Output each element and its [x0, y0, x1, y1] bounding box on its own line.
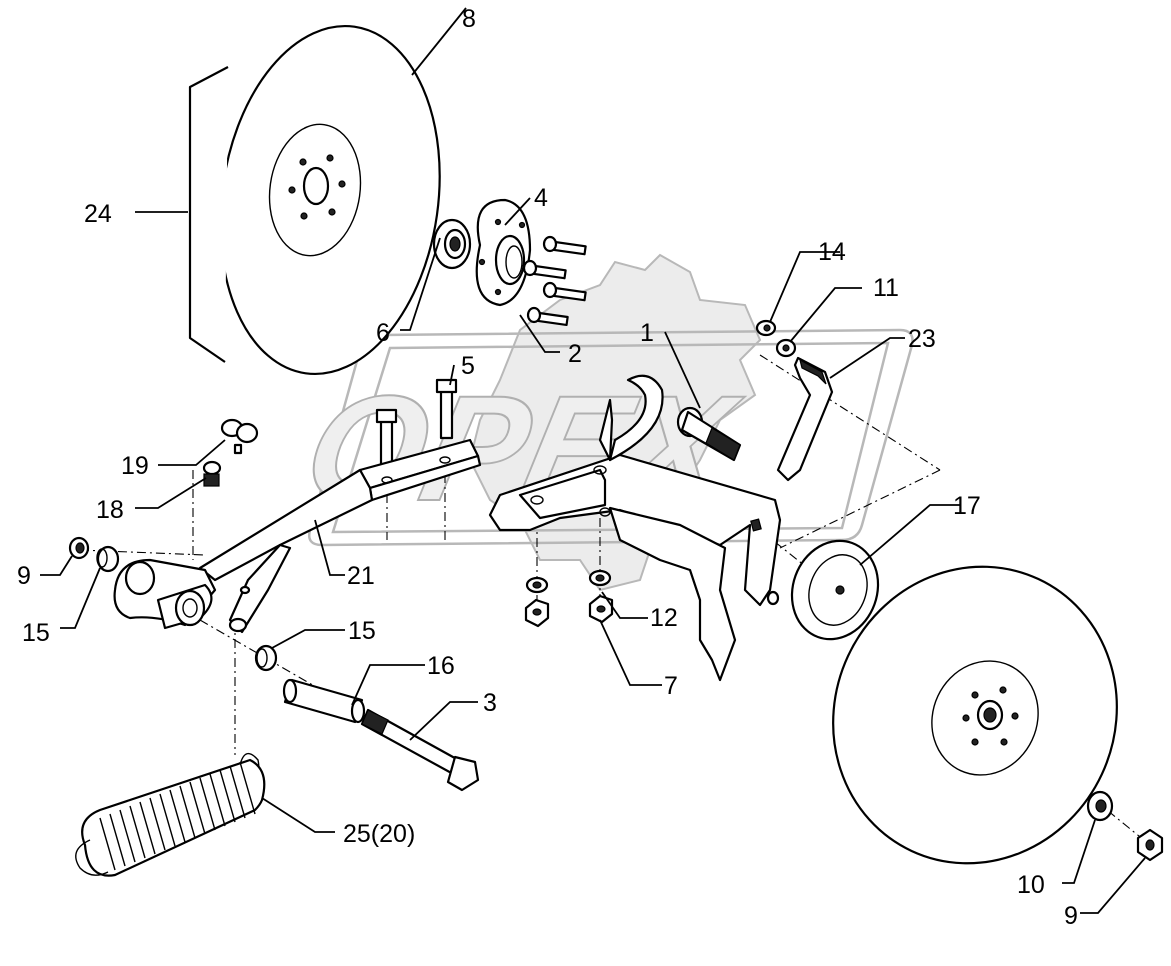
callout-8: 8: [462, 5, 476, 33]
bushing-15-lower: [254, 644, 278, 672]
flange-bolts: [522, 235, 587, 327]
callout-23: 23: [908, 325, 936, 353]
disc-bottom-right: [832, 565, 1118, 865]
bearing: [432, 218, 472, 270]
callout-18: 18: [96, 496, 124, 524]
scraper-arm: [776, 356, 834, 482]
bolt: [526, 306, 569, 327]
callout-9-left: 9: [17, 562, 31, 590]
callout-19: 19: [121, 452, 149, 480]
callout-16: 16: [427, 652, 455, 680]
watermark-frame-inner: [331, 341, 890, 534]
grease-fitting: [202, 460, 222, 487]
washer-12-right: [588, 569, 612, 587]
disc-top-left: [219, 24, 441, 376]
hub-flange: [475, 198, 532, 307]
callout-24: 24: [84, 200, 112, 228]
assembly-bracket-24: [188, 66, 229, 363]
bolt: [542, 281, 587, 302]
bolt: [522, 259, 567, 280]
leader-lines: [40, 7, 1146, 914]
bracket-bolt: [676, 406, 742, 462]
bolt: [542, 235, 587, 256]
arm-pivot: [113, 558, 217, 630]
callout-2: 2: [568, 340, 582, 368]
callout-25-20: 25(20): [343, 820, 415, 848]
callout-17: 17: [953, 492, 981, 520]
callout-7: 7: [664, 672, 678, 700]
washer-14: [755, 319, 777, 337]
scraper-disc: [790, 539, 880, 641]
callout-15-right: 15: [348, 617, 376, 645]
callout-14: 14: [818, 238, 846, 266]
washer-10: [1086, 790, 1114, 822]
hook: [598, 374, 664, 462]
sleeve-16: [282, 678, 366, 724]
pin-bolt-3: [360, 708, 480, 792]
nut-9-right: [1136, 828, 1164, 862]
callout-21: 21: [347, 562, 375, 590]
callout-15-left: 15: [22, 619, 50, 647]
callout-6: 6: [376, 319, 390, 347]
spring: [75, 752, 266, 877]
washer-12-left: [525, 576, 549, 594]
washer-9-left: [68, 536, 90, 560]
callout-12: 12: [650, 604, 678, 632]
nut-7-left: [524, 598, 550, 628]
callout-3: 3: [483, 689, 497, 717]
callout-5: 5: [461, 352, 475, 380]
grease-cap: [220, 418, 259, 455]
callout-11: 11: [873, 274, 899, 302]
callout-10: 10: [1017, 871, 1045, 899]
nut-7-right: [588, 594, 614, 624]
bushing-15-left: [96, 545, 120, 573]
callout-1: 1: [640, 319, 654, 347]
callout-4: 4: [534, 184, 548, 212]
nut-11: [775, 338, 797, 358]
callouts: 8 4 24 14 11 6 1 23 2 5 19 17 18 9 21 12…: [17, 5, 1078, 930]
callout-9-right: 9: [1064, 902, 1078, 930]
coulter-bracket: [488, 453, 782, 682]
